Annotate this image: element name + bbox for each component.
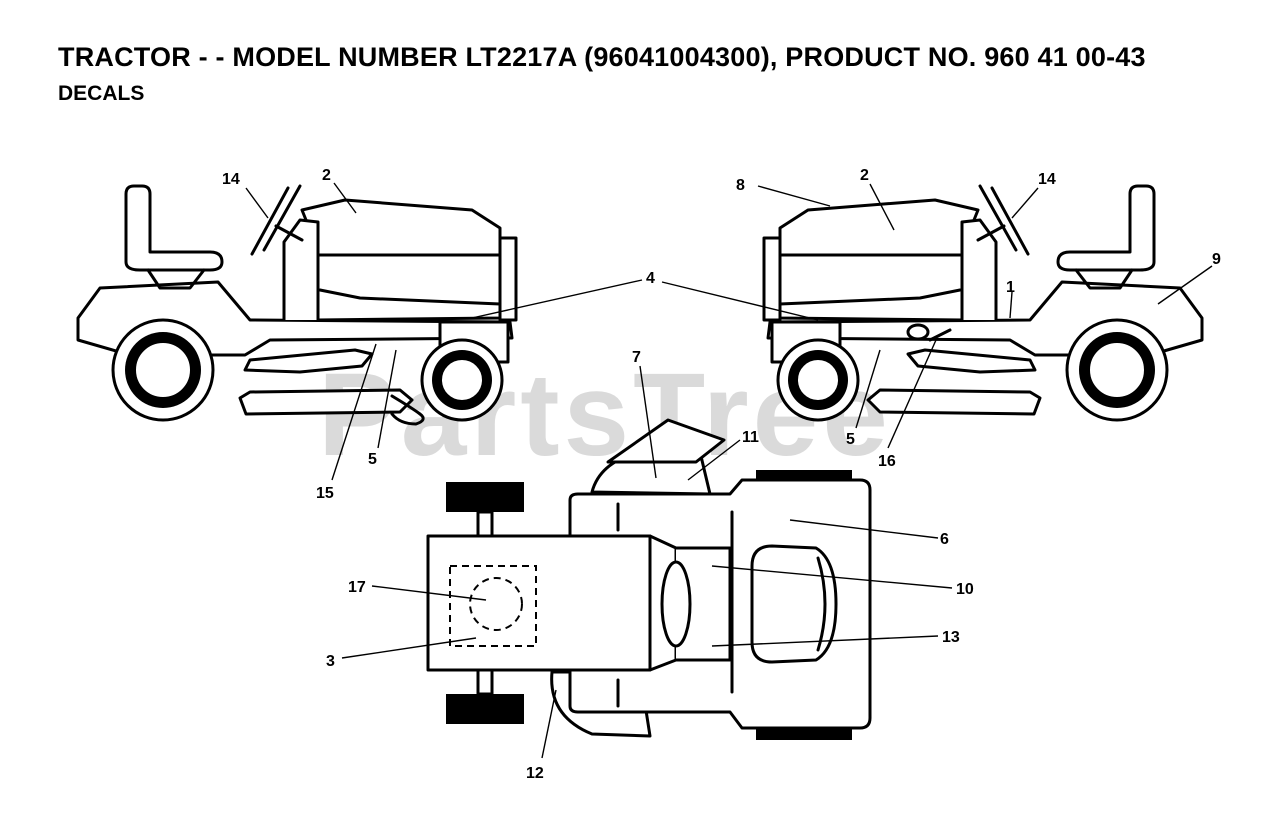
tractor-top-view [426,418,872,740]
leader-lines [245,182,1213,759]
callout-1: 1 [1006,279,1015,296]
callout-16: 16 [878,453,896,470]
page-subtitle: DECALS [58,82,145,105]
callout-17: 17 [348,579,366,596]
callout-left-2: 2 [322,167,331,184]
callout-7: 7 [632,349,641,366]
callout-labels: 14 2 4 5 15 8 2 14 9 1 5 16 7 11 6 10 13… [222,167,1221,782]
callout-9: 9 [1212,251,1221,268]
callout-left-14: 14 [222,171,240,188]
callout-8: 8 [736,177,745,194]
callout-right-2: 2 [860,167,869,184]
callout-right-5: 5 [846,431,855,448]
callout-10: 10 [956,581,974,598]
callout-12: 12 [526,765,544,782]
callout-3: 3 [326,653,335,670]
right-tractor-side-view [762,184,1204,422]
callout-6: 6 [940,531,949,548]
callout-left-5: 5 [368,451,377,468]
left-tractor-side-view [76,184,518,426]
page-title: TRACTOR - - MODEL NUMBER LT2217A (960410… [58,42,1146,72]
callout-15: 15 [316,485,334,502]
callout-right-14: 14 [1038,171,1056,188]
callout-4: 4 [646,270,655,287]
callout-13: 13 [942,629,960,646]
callout-11: 11 [742,429,759,446]
